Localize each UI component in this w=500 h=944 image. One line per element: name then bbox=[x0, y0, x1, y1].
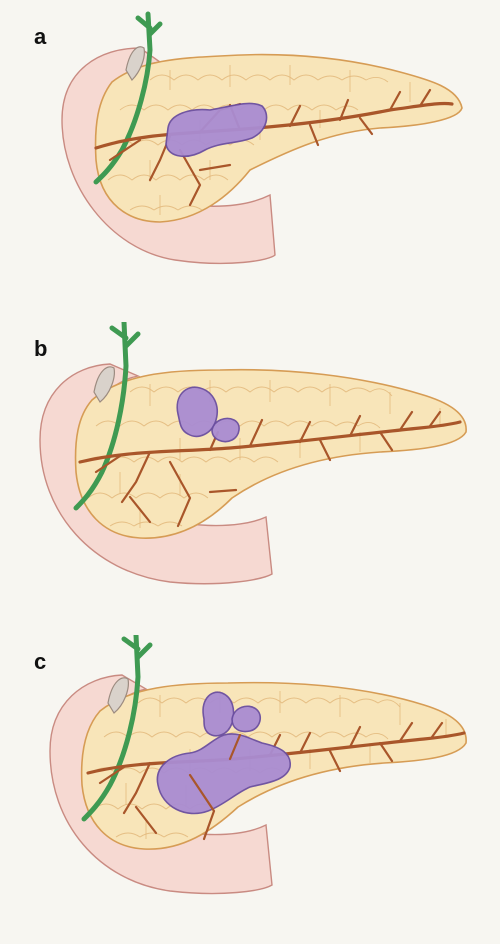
panel-b: b bbox=[0, 322, 500, 622]
cystic-lesion-branch-duct-small bbox=[212, 418, 239, 441]
cystic-lesion-branch-component-small bbox=[232, 706, 260, 731]
panel-label-a: a bbox=[34, 24, 46, 50]
pancreas-illustration-b bbox=[0, 322, 500, 622]
panel-a: a bbox=[0, 10, 500, 310]
cystic-lesion-branch-duct bbox=[177, 387, 217, 436]
pancreas-illustration-a bbox=[0, 10, 500, 310]
pancreas-illustration-c bbox=[0, 635, 500, 935]
cystic-lesion-branch-component bbox=[203, 692, 233, 736]
panel-c: c bbox=[0, 635, 500, 935]
panel-label-b: b bbox=[34, 336, 47, 362]
panel-label-c: c bbox=[34, 649, 46, 675]
